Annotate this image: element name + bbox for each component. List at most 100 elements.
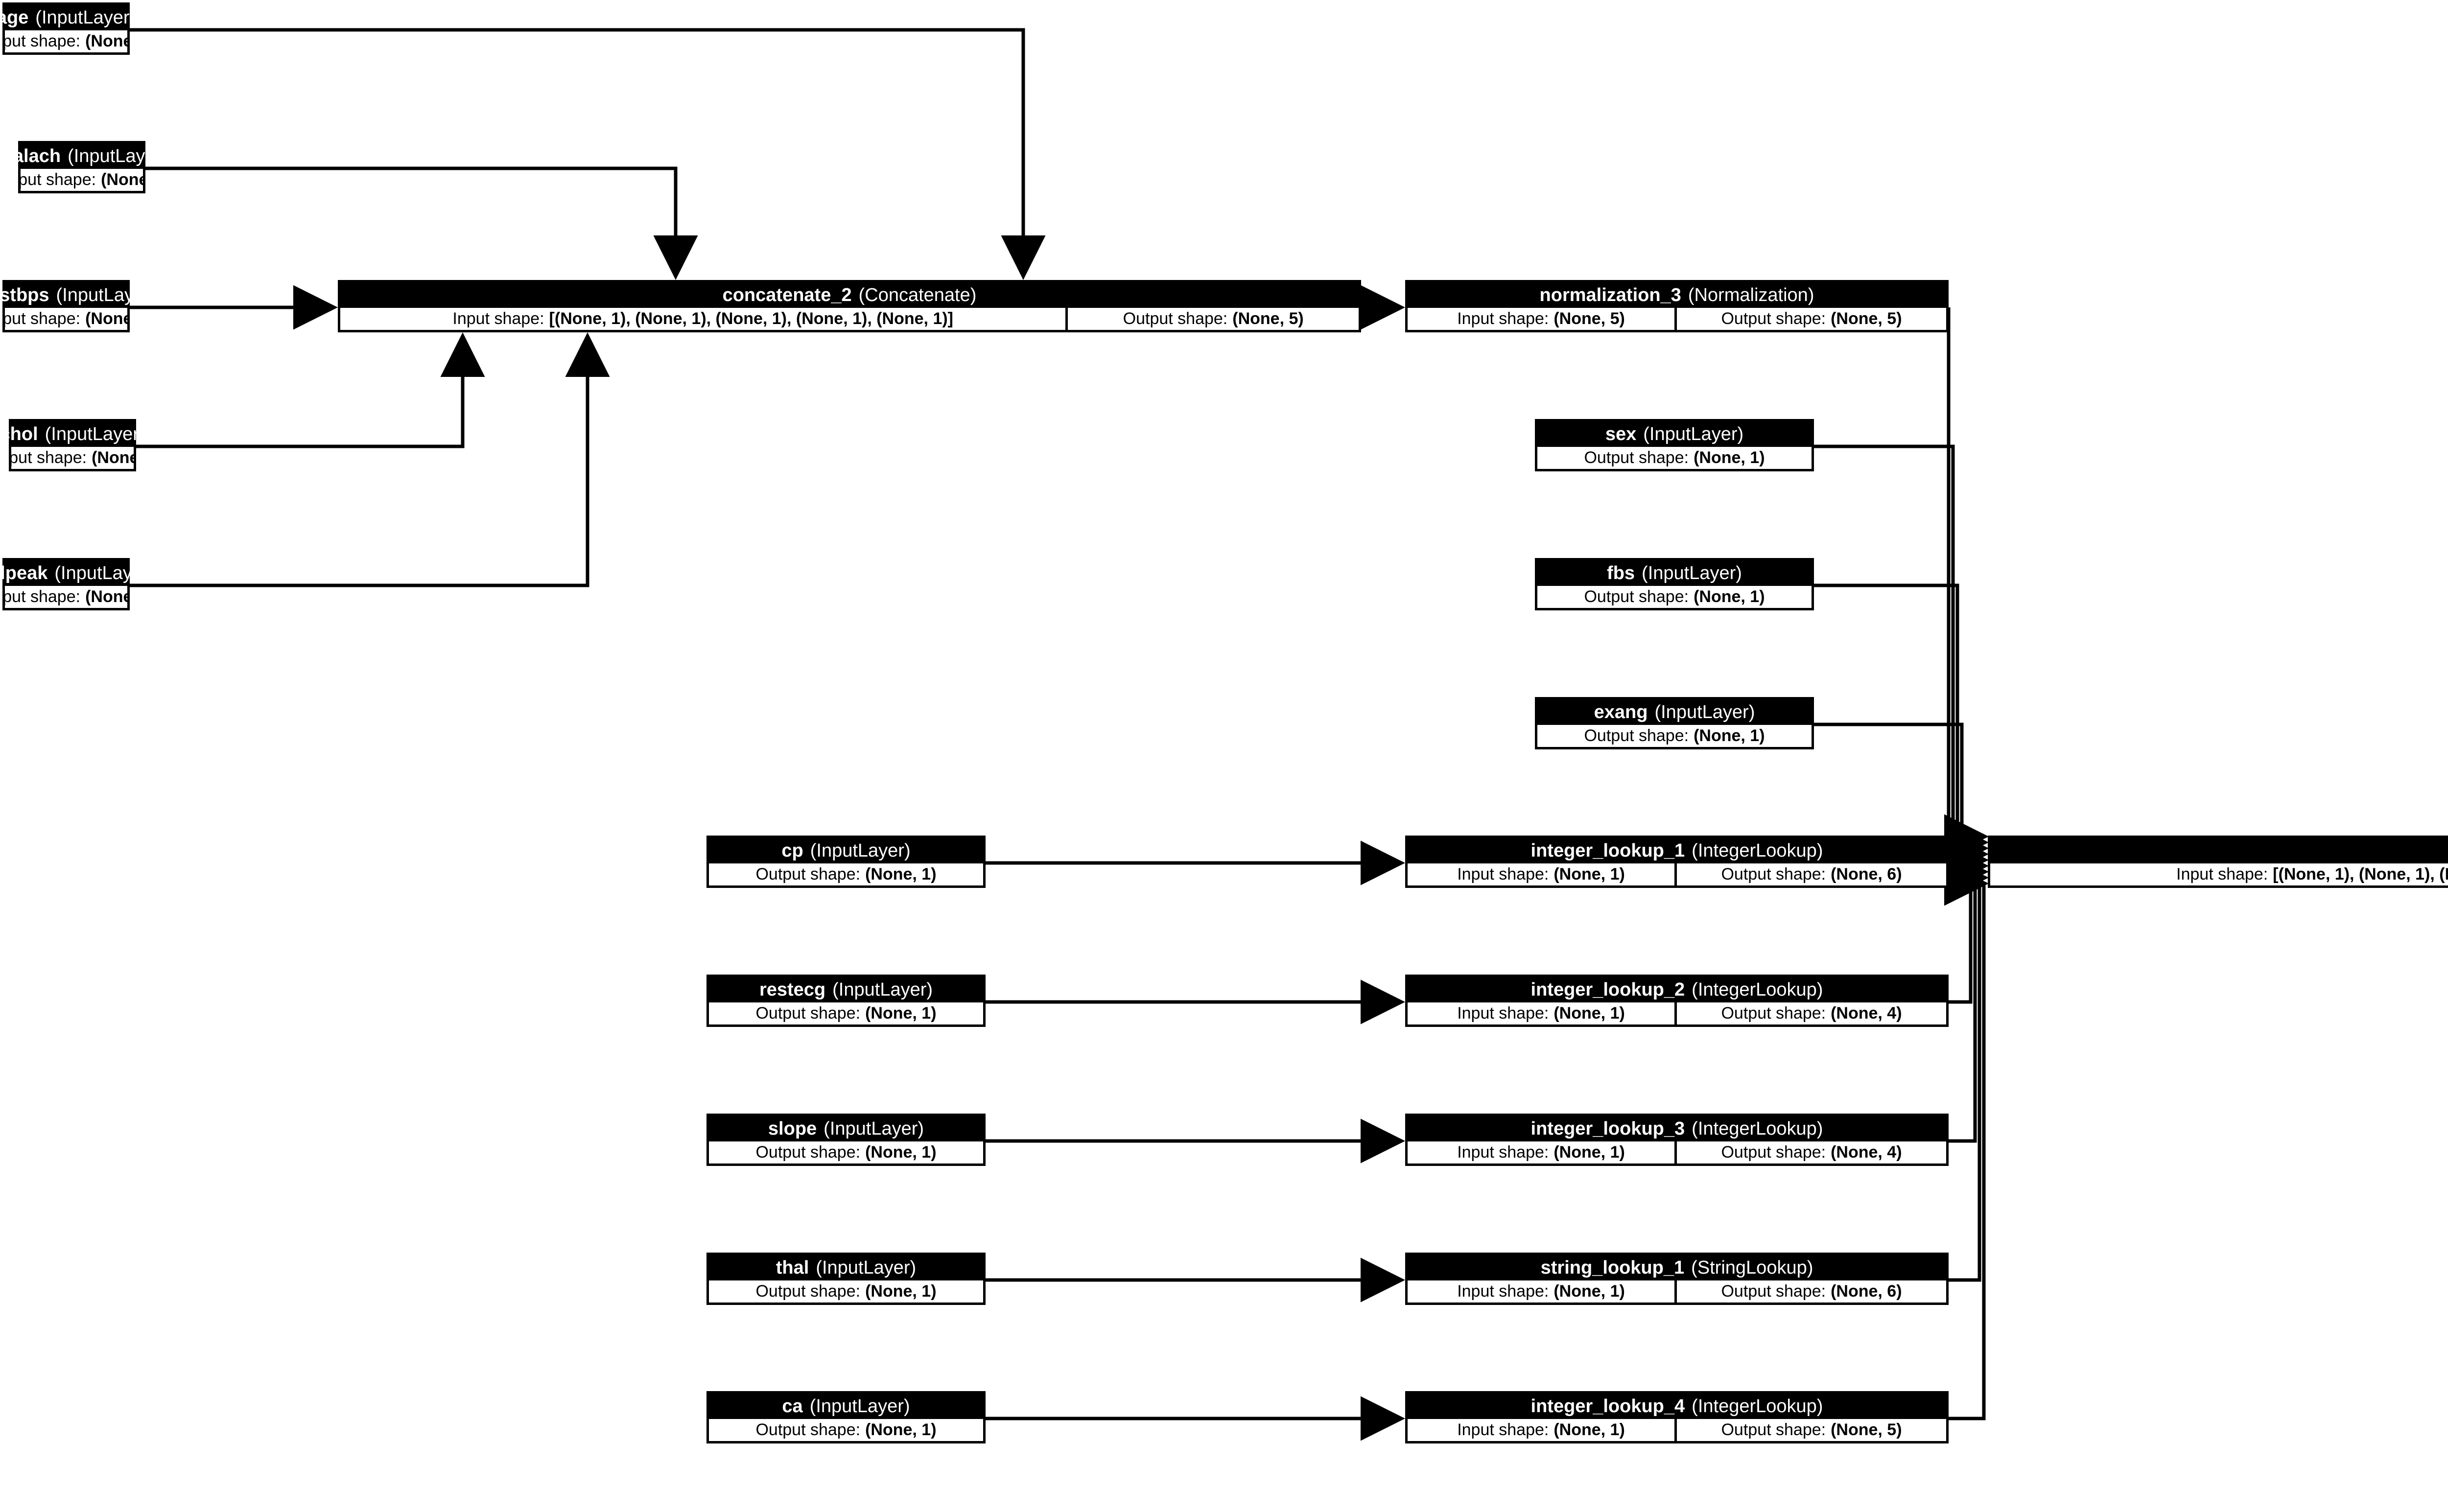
output-shape-cell: Output shape: (None, 1): [709, 1002, 983, 1024]
node-name: trestbps: [0, 284, 49, 305]
shape-value: (None, 1): [1694, 726, 1765, 745]
shape-label: Output shape:: [1721, 1004, 1826, 1023]
shape-value: (None, 1): [92, 448, 134, 467]
node-name: sex: [1605, 423, 1637, 444]
shape-label: Output shape:: [1721, 1143, 1826, 1162]
edge-oldpeak-to-concatenate-2: [130, 332, 610, 587]
node-name: ca: [782, 1396, 803, 1417]
node-normalization-3[interactable]: normalization_3 (Normalization) Input sh…: [1405, 280, 1949, 332]
shape-value: (None, 1): [1694, 448, 1765, 467]
node-string-lookup-1[interactable]: string_lookup_1 (StringLookup) Input sha…: [1405, 1253, 1949, 1305]
node-shape-row: Output shape: (None, 1): [709, 1141, 983, 1163]
node-shape-row: Output shape: (None, 1): [5, 308, 127, 330]
node-chol[interactable]: chol (InputLayer) Output shape: (None, 1…: [0, 419, 145, 471]
node-shape-row: Output shape: (None, 1): [709, 863, 983, 885]
shape-label: Output shape:: [11, 448, 87, 467]
input-shape-cell: Input shape: (None, 1): [1408, 863, 1675, 885]
edge-sex-to-concatenate-3: [1814, 444, 1989, 865]
node-thal[interactable]: thal (InputLayer) Output shape: (None, 1…: [706, 1253, 986, 1305]
output-shape-cell: Output shape: (None, 1): [1537, 586, 1812, 608]
node-name: cp: [781, 840, 803, 861]
input-shape-cell: Input shape: (None, 5): [1408, 308, 1675, 330]
node-title: concatenate_2 (Concatenate): [340, 282, 1359, 308]
input-shape-cell: Input shape: (None, 1): [1408, 1280, 1675, 1303]
node-shape-row: Output shape: (None, 1): [21, 169, 143, 191]
node-thalach[interactable]: thalach (InputLayer) Output shape: (None…: [0, 141, 168, 193]
node-fbs[interactable]: fbs (InputLayer) Output shape: (None, 1): [1535, 558, 1814, 610]
shape-label: Input shape:: [1457, 865, 1549, 884]
node-age[interactable]: age (InputLayer) Output shape: (None, 1): [0, 2, 136, 55]
shape-value: (None, 1): [1554, 1282, 1625, 1301]
node-name: chol: [0, 423, 38, 444]
node-name: string_lookup_1: [1540, 1257, 1685, 1278]
shape-value: (None, 1): [865, 1143, 937, 1162]
node-type: (InputLayer): [824, 1118, 924, 1139]
shape-value: (None, 6): [1831, 1282, 1902, 1301]
output-shape-cell: Output shape: (None, 1): [21, 169, 143, 191]
node-integer-lookup-1[interactable]: integer_lookup_1 (IntegerLookup) Input s…: [1405, 836, 1949, 888]
node-title: concatenate_3 (Concatenate): [1990, 838, 2448, 863]
node-name: integer_lookup_2: [1530, 979, 1685, 1000]
shape-label: Output shape:: [1721, 1282, 1826, 1301]
output-shape-cell: Output shape: (None, 6): [1677, 1280, 1946, 1303]
shape-label: Input shape:: [1457, 309, 1549, 328]
node-oldpeak[interactable]: oldpeak (InputLayer) Output shape: (None…: [0, 558, 155, 610]
node-shape-row: Output shape: (None, 1): [5, 30, 127, 52]
node-name: normalization_3: [1539, 284, 1681, 305]
shape-label: Output shape:: [5, 32, 81, 50]
input-shape-cell: Input shape: (None, 1): [1408, 1141, 1675, 1163]
shape-value: (None, 6): [1831, 865, 1902, 884]
shape-value: (None, 1): [85, 587, 127, 606]
output-shape-cell: Output shape: (None, 1): [11, 447, 134, 469]
edge-thalach-to-concatenate-2: [145, 166, 698, 280]
node-type: (Concatenate): [858, 284, 977, 305]
node-slope[interactable]: slope (InputLayer) Output shape: (None, …: [706, 1114, 986, 1166]
node-type: (InputLayer): [816, 1257, 917, 1278]
shape-label: Output shape:: [5, 587, 81, 606]
node-type: (IntegerLookup): [1692, 979, 1823, 1000]
node-sex[interactable]: sex (InputLayer) Output shape: (None, 1): [1535, 419, 1814, 471]
node-exang[interactable]: exang (InputLayer) Output shape: (None, …: [1535, 697, 1814, 749]
node-title: trestbps (InputLayer): [0, 282, 156, 308]
shape-value: (None, 1): [85, 309, 127, 328]
shape-label: Output shape:: [21, 170, 96, 189]
node-type: (IntegerLookup): [1692, 1118, 1823, 1139]
shape-value: (None, 5): [1232, 309, 1304, 328]
node-shape-row: Output shape: (None, 1): [709, 1002, 983, 1024]
node-title: cp (InputLayer): [709, 838, 983, 863]
node-shape-row: Input shape: (None, 1) Output shape: (No…: [1408, 1419, 1946, 1441]
node-concatenate-2[interactable]: concatenate_2 (Concatenate) Input shape:…: [338, 280, 1361, 332]
node-ca[interactable]: ca (InputLayer) Output shape: (None, 1): [706, 1391, 986, 1443]
node-title: string_lookup_1 (StringLookup): [1408, 1255, 1946, 1280]
node-restecg[interactable]: restecg (InputLayer) Output shape: (None…: [706, 975, 986, 1027]
edge-fbs-to-concatenate-3: [1814, 583, 1989, 871]
node-type: (InputLayer): [809, 1396, 910, 1417]
node-shape-row: Input shape: [(None, 1), (None, 1), (Non…: [1990, 863, 2448, 885]
shape-value: [(None, 1), (None, 1), (None, 1), (None,…: [549, 309, 953, 328]
node-integer-lookup-4[interactable]: integer_lookup_4 (IntegerLookup) Input s…: [1405, 1391, 1949, 1443]
node-type: (InputLayer): [1642, 562, 1742, 583]
shape-value: (None, 5): [1831, 1420, 1902, 1439]
node-integer-lookup-2[interactable]: integer_lookup_2 (IntegerLookup) Input s…: [1405, 975, 1949, 1027]
shape-value: (None, 4): [1831, 1004, 1902, 1023]
node-type: (InputLayer): [56, 284, 157, 305]
output-shape-cell: Output shape: (None, 6): [1677, 863, 1946, 885]
shape-label: Output shape:: [1721, 309, 1826, 328]
node-integer-lookup-3[interactable]: integer_lookup_3 (IntegerLookup) Input s…: [1405, 1114, 1949, 1166]
node-cp[interactable]: cp (InputLayer) Output shape: (None, 1): [706, 836, 986, 888]
node-concatenate-3[interactable]: concatenate_3 (Concatenate) Input shape:…: [1988, 836, 2448, 888]
shape-label: Output shape:: [5, 309, 81, 328]
node-trestbps[interactable]: trestbps (InputLayer) Output shape: (Non…: [0, 280, 156, 332]
node-name: restecg: [759, 979, 826, 1000]
shape-label: Output shape:: [1721, 1420, 1826, 1439]
node-name: integer_lookup_4: [1530, 1396, 1685, 1417]
node-title: integer_lookup_4 (IntegerLookup): [1408, 1394, 1946, 1419]
shape-value: (None, 5): [1831, 309, 1902, 328]
node-shape-row: Input shape: (None, 5) Output shape: (No…: [1408, 308, 1946, 330]
node-type: (InputLayer): [45, 423, 145, 444]
node-type: (StringLookup): [1691, 1257, 1813, 1278]
edge-integer-lookup-4-to-concatenate-3: [1944, 861, 1989, 1420]
node-type: (IntegerLookup): [1692, 1396, 1823, 1417]
